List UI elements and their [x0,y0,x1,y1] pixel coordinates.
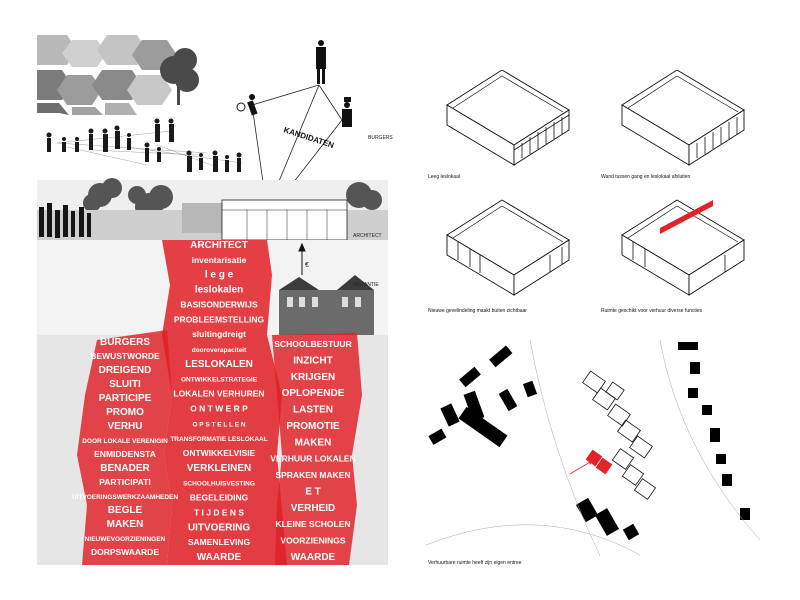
word-right-11: KLEINE SCHOLEN [275,519,350,529]
word-center-6: sluitingdreigt [192,329,246,339]
site-map [425,339,774,557]
word-center-1: inventarisatie [192,255,247,265]
tennis-player-icon [236,94,258,116]
diagram-empty-classroom [446,43,570,166]
word-center-4: BASISONDERWIJS [180,299,258,309]
word-center-18: T I J D E N S [194,507,244,517]
word-right-9: E T [305,486,321,497]
word-left-15: DORPSWAARDE [91,547,159,557]
word-left-2: DREIGEND [99,365,152,376]
room-diagrams: Leeg leslokaal Wand tussen gang en leslo… [420,43,780,570]
collage-poster: KANDIDATEN € [37,35,393,565]
word-right-3: OPLOPENDE [282,388,345,399]
euro-label: € [305,262,309,269]
word-center-9: ONTWIKKELSTRATEGIE [181,377,258,384]
word-right-13: WAARDE [291,552,336,563]
instantie-building [279,275,374,335]
word-center-17: BEGELEIDING [190,493,249,503]
red-band-center [162,240,287,565]
trees-street [83,178,382,221]
word-left-6: VERHU [107,421,142,432]
caption-4: Ruimte geschikt voor verhuur diverse fun… [601,308,703,314]
word-left-7: DOOR LOKALE VERENIGIN [82,438,168,445]
center-word-column: ARCHITECT inventarisatie l e g e leslokalen… [170,240,267,563]
word-center-8: LESLOKALEN [185,359,253,370]
diagram-rental-space [621,199,745,296]
chef-icon [342,97,352,127]
word-left-5: PROMO [106,407,144,418]
red-band-left [77,330,172,565]
word-right-4: LASTEN [293,405,333,416]
word-center-10: LOKALEN VERHUREN [173,389,264,399]
word-left-1: BEWUSTWORDE [90,351,160,361]
word-right-0: SCHOOLBESTUUR [274,339,351,349]
crowd-silhouettes [39,203,91,238]
word-center-3: leslokalen [195,285,243,296]
diagram-new-facade [446,199,570,296]
people-silhouettes [46,118,242,172]
word-center-12: O P S T E L L E N [192,421,245,428]
school-building [221,199,348,241]
word-center-20: SAMENLEVING [188,537,251,547]
word-right-12: VOORZIENINGS [280,536,346,546]
word-left-8: ENMIDDENSTA [94,449,156,459]
word-left-4: PARTICIPE [99,393,152,404]
map-caption: Verhuurbare ruimte heeft zijn eigen entr… [428,560,522,566]
caption-2: Wand tussen gang en leslokaal afsluiten [601,174,691,180]
word-center-0: ARCHITECT [190,240,248,251]
diagram-1-windows [513,114,570,158]
word-center-16: SCHOOLHUISVESTING [183,481,255,488]
word-center-11: O N T W E R P [190,403,248,413]
rental-entrance-marker [569,449,613,475]
left-word-column: BURGERS BEWUSTWORDE DREIGEND SLUITI PARTICIP… [72,337,178,557]
word-left-12: BEGLE [108,505,143,516]
caption-1: Leeg leslokaal [428,174,460,180]
word-left-3: SLUITI [109,379,141,390]
word-center-15: VERKLEINEN [187,463,251,474]
architect-label: ARCHITECT [353,233,382,239]
word-center-14: ONTWIKKELVISIE [183,448,256,458]
word-center-21: WAARDE [197,552,242,563]
people-network [56,130,243,168]
diagram-wall-closed [621,69,745,166]
word-right-7: VERHUUR LOKALEN [270,454,355,464]
hexagon-pattern [37,35,177,115]
businessman-icon [316,40,326,84]
word-center-7: dooroverapaciteit [192,347,247,354]
word-right-5: PROMOTIE [286,421,340,432]
word-center-5: PROBLEEMSTELLING [174,314,265,324]
right-word-column: SCHOOLBESTUUR INZICHT KRIJGEN OPLOPENDE LAST… [270,339,355,563]
word-center-2: l e g e [205,270,234,281]
word-right-1: INZICHT [293,355,332,366]
word-left-9: BENADER [100,463,150,474]
burgers-label: BURGERS [368,135,393,141]
red-band-right [272,333,362,565]
word-left-0: BURGERS [100,337,150,348]
word-left-13: MAKEN [107,519,144,530]
word-left-14: NIEUWEVOORZIENINGEN [85,536,166,543]
word-right-10: VERHEID [291,503,335,514]
word-right-8: SPRAKEN MAKEN [275,470,350,480]
word-right-2: KRIJGEN [291,372,335,383]
word-left-11: UITVOERINGSWERKZAAMHEDEN [72,494,178,501]
instantie-label: INSTANTIE [353,282,379,288]
word-center-19: UITVOERING [188,522,250,533]
word-right-6: MAKEN [295,437,332,448]
caption-3: Nieuwe gevelindeling maakt buiten zichtb… [428,308,527,314]
word-center-13: TRANSFORMATIE LESLOKAAL [170,436,267,443]
word-left-10: PARTICIPATI [99,477,150,487]
tree-icon [160,48,199,105]
arrow-up-icon [298,242,306,275]
